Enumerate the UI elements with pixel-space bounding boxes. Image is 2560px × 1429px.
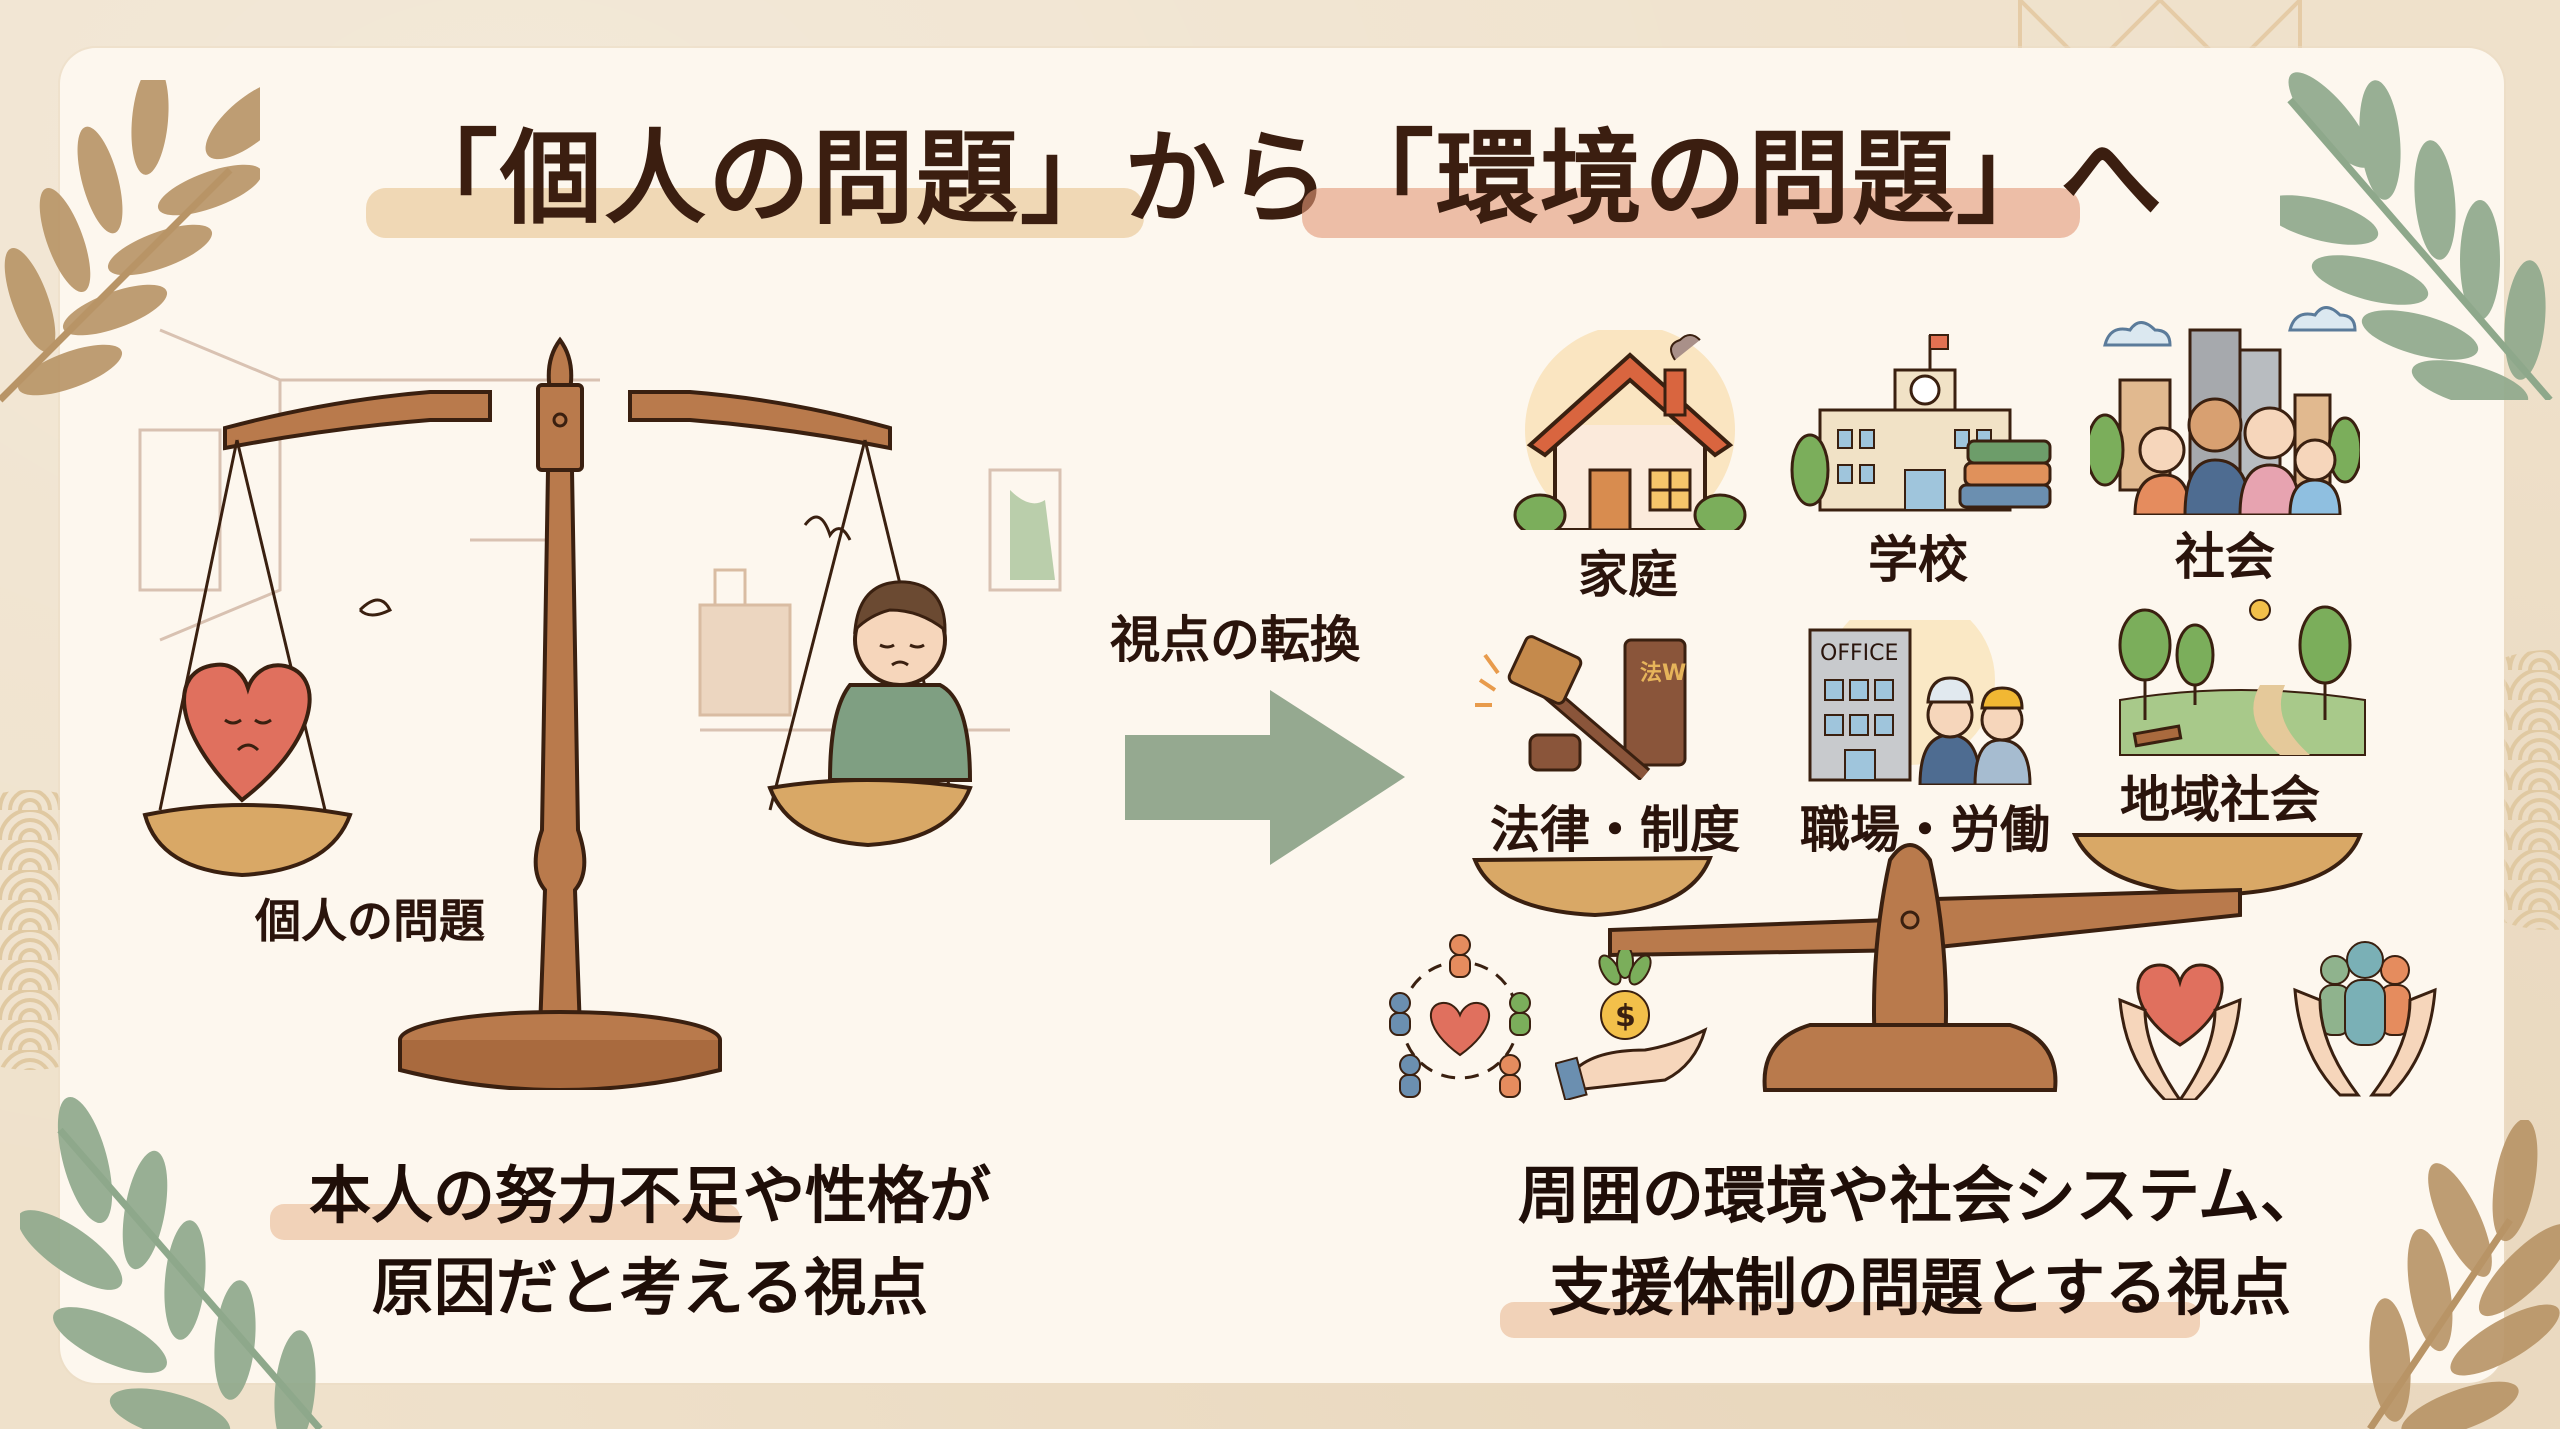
network-heart-icon: [1389, 934, 1531, 1098]
dresser-icon: [698, 603, 792, 717]
gavel-law-book-icon: 法W: [1475, 635, 1687, 780]
park-community-icon: [2118, 599, 2366, 756]
sad-person-icon: [803, 515, 973, 782]
category-label-school: 学校: [1868, 531, 1968, 589]
stress-swirl-icon: [358, 598, 393, 617]
right-pan: [767, 778, 973, 848]
money-hand-icon: $: [1555, 950, 1708, 1100]
sad-heart-icon: [182, 662, 312, 803]
green-leaf-branch-bottom-left: [20, 1096, 323, 1429]
svg-text:法W: 法W: [1640, 661, 1686, 686]
individual-problem-label: 個人の問題: [255, 894, 485, 948]
hands-people-icon: [2293, 941, 2437, 1097]
photo-frame-icon: [713, 568, 747, 607]
perspective-shift-label: 視点の転換: [1110, 611, 1360, 669]
left-pan: [142, 803, 353, 878]
right-caption-line-1: 周囲の環境や社会システム、: [1517, 1159, 2323, 1232]
green-leaf-branch-top-right: [2280, 72, 2553, 400]
svg-text:OFFICE: OFFICE: [1820, 641, 1898, 666]
left-caption-highlight: [270, 1204, 740, 1240]
category-label-society: 社会: [2175, 528, 2275, 586]
left-caption-line-2: 原因だと考える視点: [371, 1251, 929, 1324]
left-caption-line-1: 本人の努力不足や性格が: [308, 1159, 991, 1232]
brown-leaf-branch-bottom-right: [2367, 1120, 2560, 1429]
page-title: 「個人の問題」 から 「環境の問題」 へ: [330, 95, 2230, 245]
office-workers-icon: OFFICE: [1808, 620, 2032, 785]
category-label-community: 地域社会: [2120, 771, 2320, 829]
title-environment-problem: 「環境の問題」: [1302, 97, 2080, 244]
left-caption: 本人の努力不足や性格が 原因だと考える視点: [240, 1150, 1060, 1334]
brown-leaf-branch-top-left: [0, 80, 260, 403]
house-icon: [1513, 330, 1747, 530]
title-connector: から: [1124, 119, 1332, 239]
title-individual-problem: 「個人の問題」: [366, 97, 1144, 244]
environment-scale-illustration: [1472, 833, 2363, 1092]
individual-problem-scale-illustration: [138, 328, 1062, 1090]
right-pan: [2071, 833, 2363, 898]
hands-heart-icon: [2118, 963, 2242, 1100]
society-icon: [2090, 306, 2360, 515]
window-plant-icon: [1010, 490, 1055, 580]
right-arrow-icon: [1125, 690, 1405, 865]
right-caption-line-2: 支援体制の問題とする視点: [1548, 1251, 2292, 1324]
right-caption-highlight: [1500, 1302, 2200, 1338]
school-icon: [1790, 334, 2052, 512]
left-pan: [1472, 855, 1713, 918]
title-suffix: へ: [2060, 119, 2164, 239]
category-label-family: 家庭: [1578, 546, 1678, 604]
right-caption: 周囲の環境や社会システム、 支援体制の問題とする視点: [1470, 1150, 2370, 1338]
category-label-law-system: 法律・制度: [1490, 801, 1740, 859]
svg-text:$: $: [1615, 999, 1636, 1034]
category-label-workplace-labor: 職場・労働: [1800, 801, 2050, 859]
